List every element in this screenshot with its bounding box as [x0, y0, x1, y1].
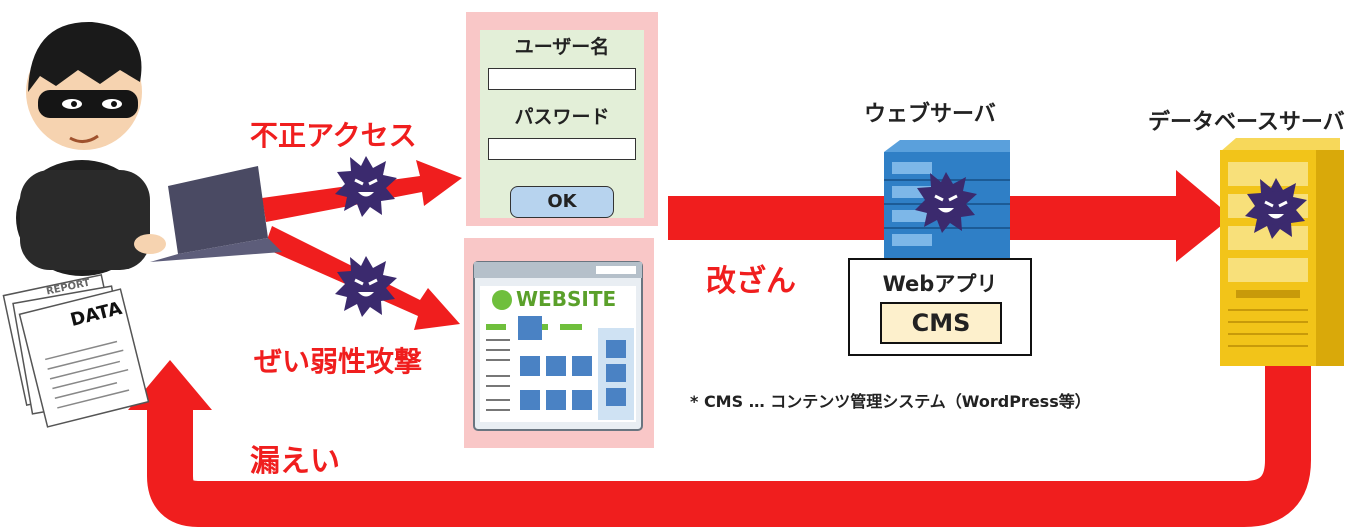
db-server-title: データベースサーバ [1148, 110, 1345, 135]
label-leak: 漏えい [250, 444, 340, 479]
password-label: パスワード [514, 106, 610, 128]
label-tampering: 改ざん [706, 264, 796, 299]
data-documents [2, 273, 150, 428]
label-unauthorized-access: 不正アクセス [250, 119, 417, 152]
website-banner: WEBSITE [516, 287, 617, 311]
web-server-title: ウェブサーバ [864, 102, 996, 127]
username-label: ユーザー名 [514, 36, 610, 58]
ok-button[interactable]: OK [510, 186, 614, 218]
cms-box: CMS [880, 302, 1002, 344]
db-server-illustration [1220, 138, 1344, 366]
footnote: * CMS … コンテンツ管理システム（WordPress等） [690, 392, 1091, 411]
username-field[interactable] [488, 68, 636, 90]
password-field[interactable] [488, 138, 636, 160]
login-form-panel: ユーザー名 パスワード OK [466, 12, 658, 226]
login-form: ユーザー名 パスワード OK [480, 30, 644, 218]
hacker-illustration [16, 21, 282, 276]
web-app-box: Webアプリ CMS [848, 258, 1032, 356]
label-vulnerability-attack: ぜい弱性攻撃 [254, 345, 423, 378]
arrow-leak [128, 360, 1311, 527]
web-app-title: Webアプリ [882, 272, 998, 296]
website-illustration [473, 261, 643, 431]
